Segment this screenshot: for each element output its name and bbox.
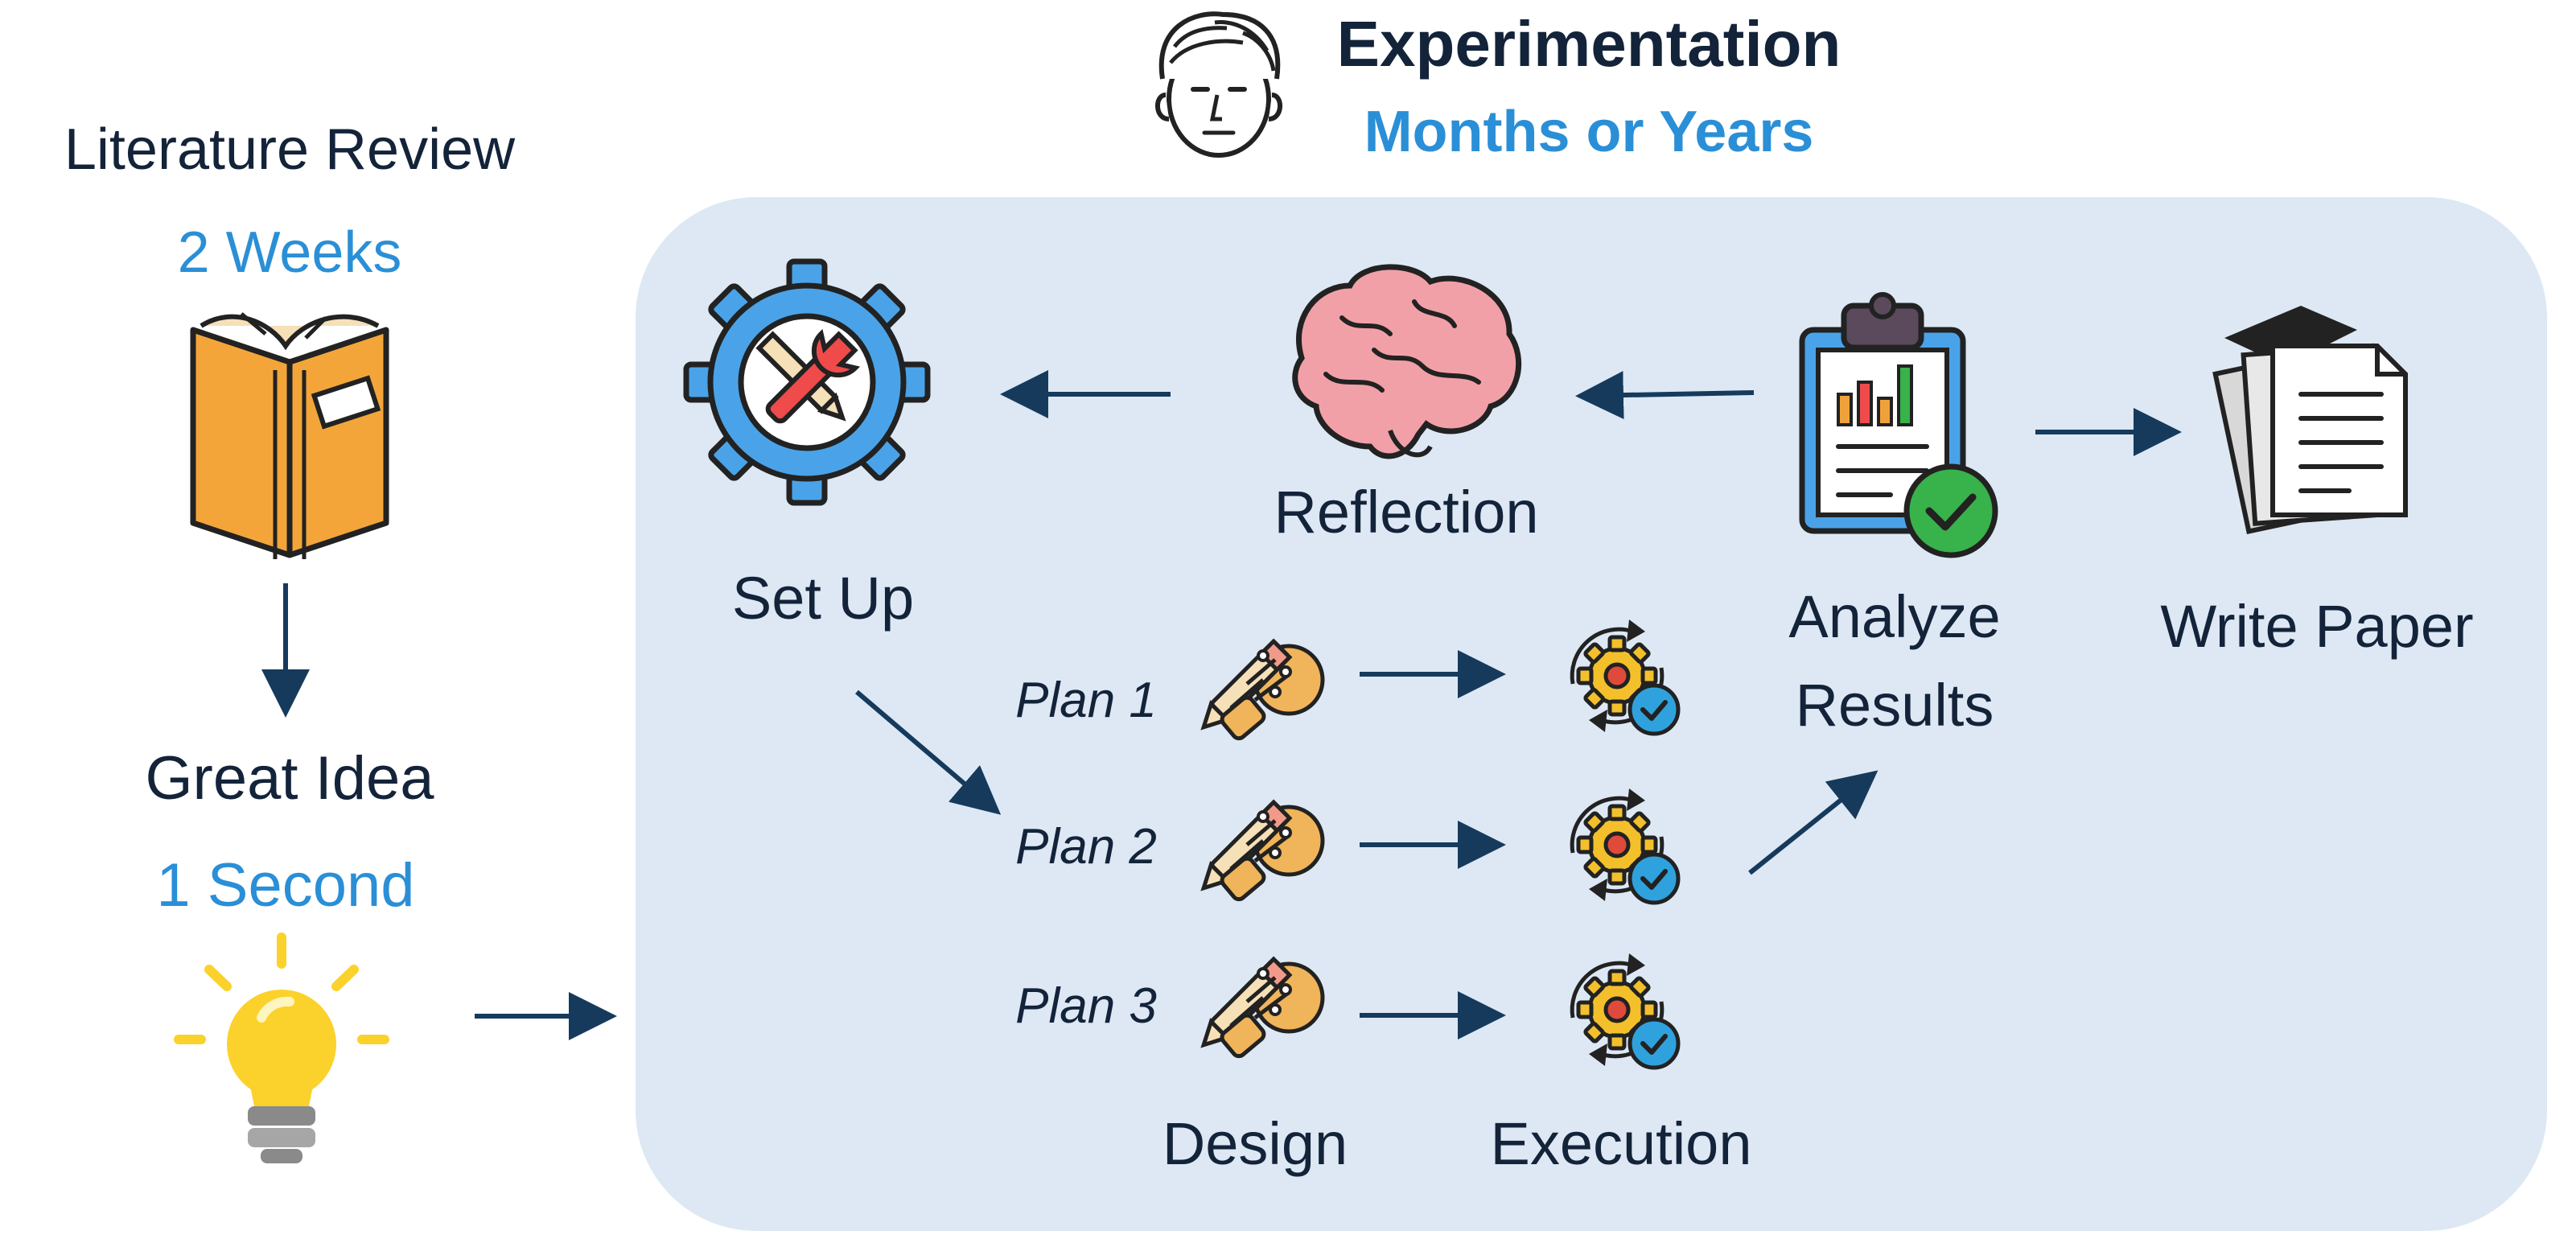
plan-2-label: Plan 2 xyxy=(1015,819,1157,875)
execution-icon-plan-1 xyxy=(1572,620,1678,734)
open-book-icon xyxy=(190,312,389,559)
brain-icon xyxy=(1292,264,1522,459)
papers-icon xyxy=(2212,306,2408,535)
great-idea-duration: 1 Second xyxy=(156,851,415,920)
execution-label: Execution xyxy=(1490,1110,1752,1177)
light-bulb-icon xyxy=(174,932,389,1163)
execution-icon-plan-3 xyxy=(1572,953,1678,1068)
analyze-label-line1: Analyze xyxy=(1788,583,2001,650)
arrow-analyze-to-reflection xyxy=(1575,371,1755,420)
design-icon-plan-2 xyxy=(1195,802,1323,902)
analyze-label-line2: Results xyxy=(1795,672,1994,739)
arrow-exec-to-analyze xyxy=(1748,770,1879,875)
experimentation-duration: Months or Years xyxy=(1364,100,1814,164)
great-idea-label: Great Idea xyxy=(145,744,434,813)
scientist-face-icon xyxy=(1155,11,1282,158)
plan-1-label: Plan 1 xyxy=(1015,673,1157,728)
arrow-setup-to-plans xyxy=(855,689,1002,815)
execution-icon-plan-2 xyxy=(1572,788,1678,903)
plan-3-label: Plan 3 xyxy=(1015,978,1157,1034)
gear-tools-icon xyxy=(683,258,931,506)
design-icon-plan-3 xyxy=(1195,959,1323,1059)
setup-label: Set Up xyxy=(731,565,915,632)
experimentation-title: Experimentation xyxy=(1336,8,1841,80)
write-paper-label: Write Paper xyxy=(2160,593,2474,660)
literature-review-duration: 2 Weeks xyxy=(177,220,402,285)
design-label: Design xyxy=(1162,1110,1348,1177)
design-icon-plan-1 xyxy=(1195,641,1323,741)
literature-review-label: Literature Review xyxy=(64,117,516,182)
clipboard-chart-icon xyxy=(1799,292,1998,558)
reflection-label: Reflection xyxy=(1274,479,1539,545)
